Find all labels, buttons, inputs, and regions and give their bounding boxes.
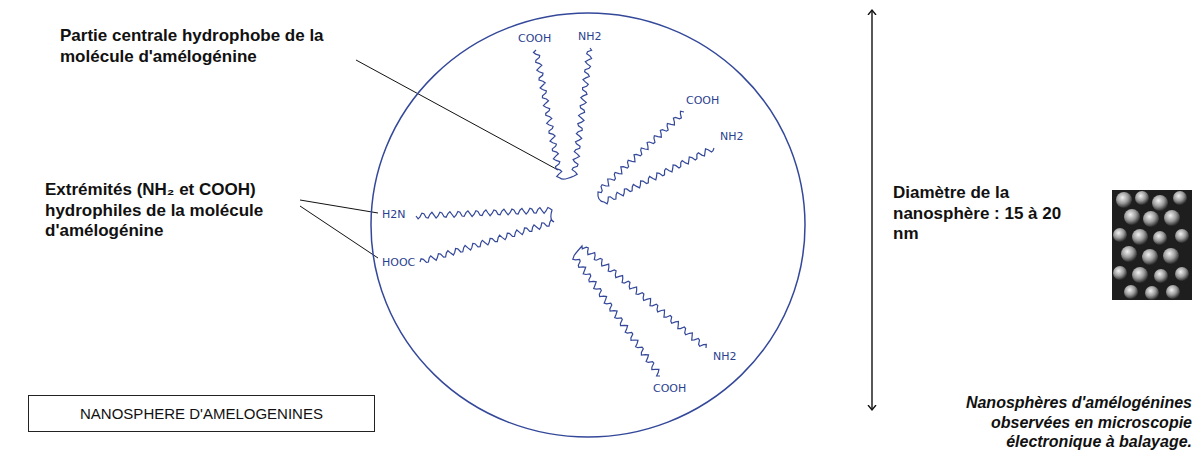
chain-end-label: NH2 xyxy=(720,130,744,143)
leader-line xyxy=(300,200,378,213)
sphere-outline xyxy=(371,13,805,437)
chain-end-label: COOH xyxy=(518,32,551,45)
leader-line xyxy=(300,206,378,258)
amelogenin-chain xyxy=(573,246,707,376)
nanosphere-outline: COOHNH2COOHNH2H2NHOOCNH2COOH xyxy=(368,10,808,440)
chain-end-label: COOH xyxy=(686,94,719,107)
amelogenin-chain xyxy=(598,111,714,204)
chain-end-label: COOH xyxy=(653,382,686,395)
amelogenin-chain xyxy=(416,208,554,263)
chain-end-label: NH2 xyxy=(713,350,737,363)
photo-caption: Nanosphères d'amélogénines observées en … xyxy=(930,393,1192,452)
box-title: NANOSPHERE D'AMELOGENINES xyxy=(80,405,323,422)
amelogenin-chain xyxy=(534,48,592,179)
chain-end-label: HOOC xyxy=(382,256,415,269)
chain-end-label: NH2 xyxy=(578,30,602,43)
dimension-label: Diamètre de la nanosphère : 15 à 20 nm xyxy=(893,183,1063,245)
nanosphere-drawing xyxy=(368,10,808,440)
dimension-arrow xyxy=(871,10,872,410)
part-label: Partie centrale hydrophobe de la molécul… xyxy=(60,26,350,67)
title-box: NANOSPHERE D'AMELOGENINES xyxy=(28,395,375,432)
part-label: Extrémités (NH₂ et COOH) hydrophiles de … xyxy=(45,180,300,242)
leader-line xyxy=(356,60,558,170)
sem-photo xyxy=(1112,190,1192,300)
chain-end-label: H2N xyxy=(382,208,406,221)
